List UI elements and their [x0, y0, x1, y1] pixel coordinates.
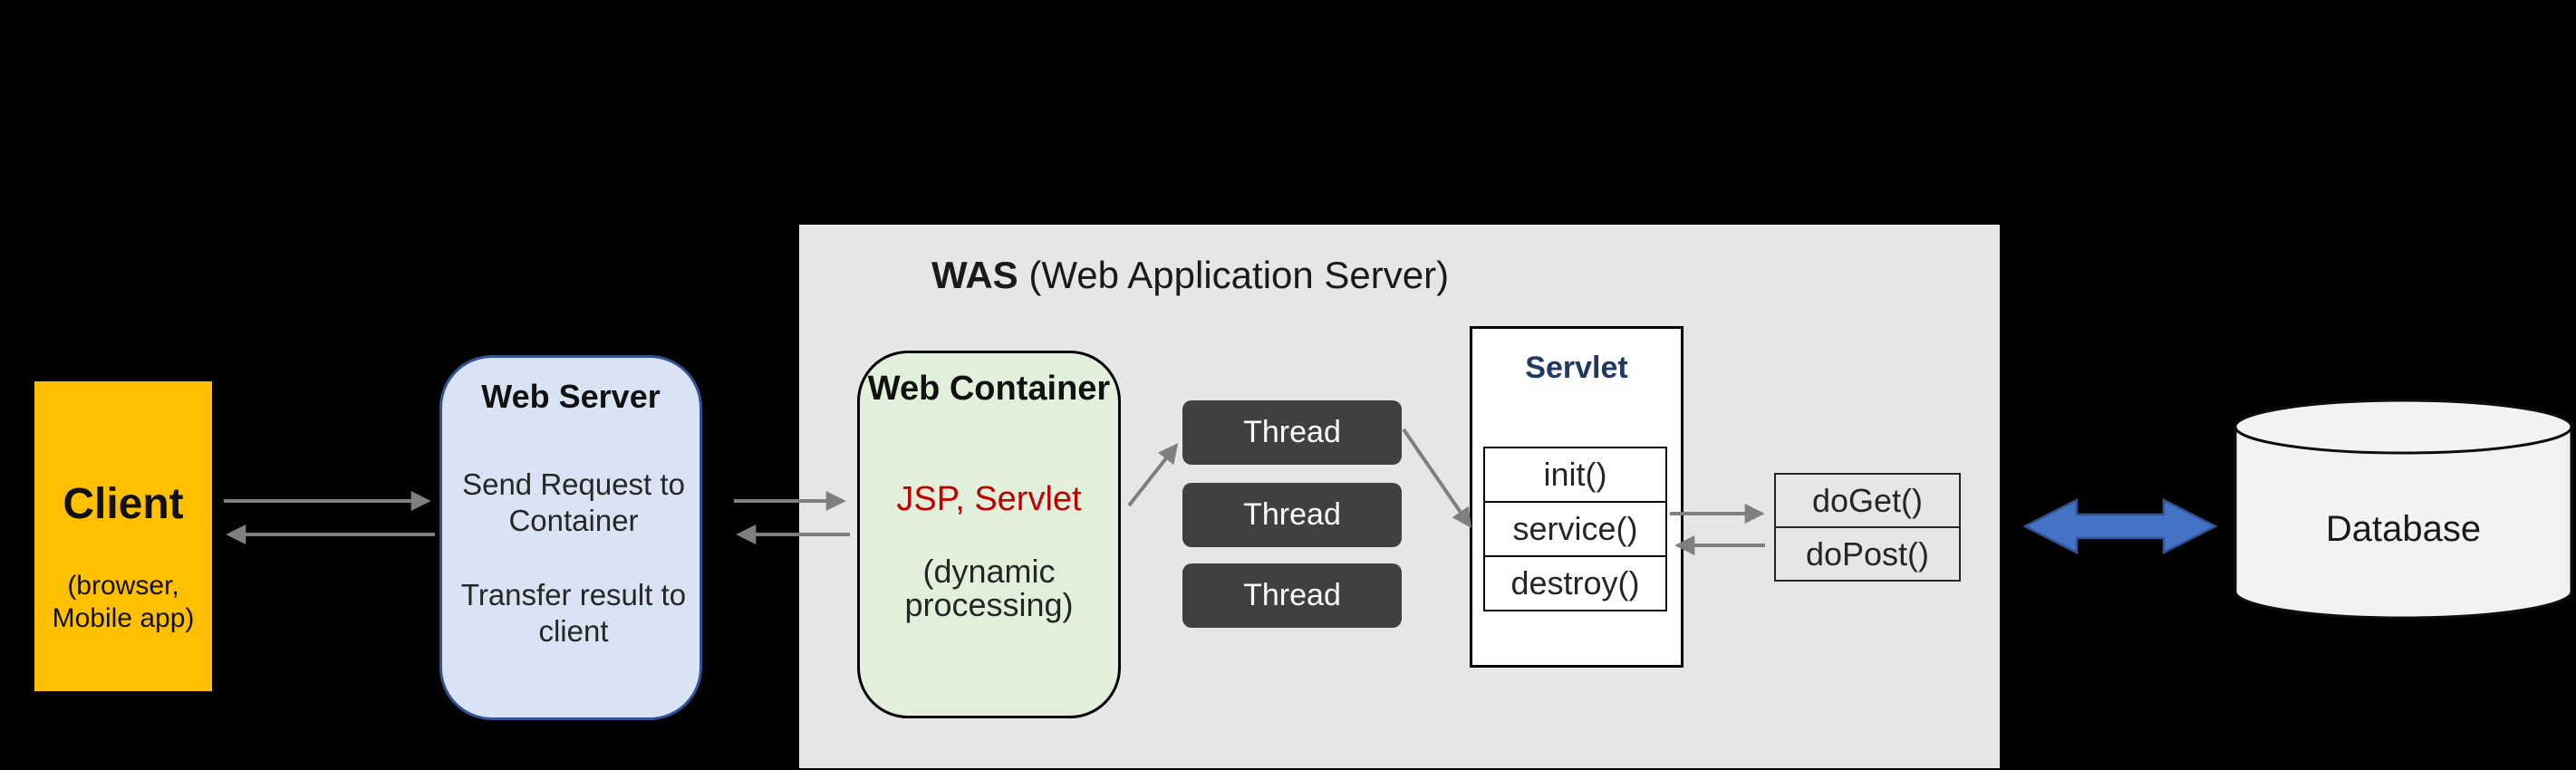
thread-box-2: Thread: [1182, 483, 1402, 547]
client-subtitle: (browser, Mobile app): [52, 571, 195, 633]
servlet-method-destroy: destroy(): [1510, 564, 1640, 602]
web-container-tech: JSP, Servlet: [896, 480, 1082, 518]
web-server-line2: Transfer result to client: [460, 578, 687, 648]
web-server-line1: Send Request to Container: [462, 467, 685, 537]
web-container-note: (dynamic processing): [904, 553, 1074, 623]
servlet-lifecycle-methods: init() service() destroy(): [1483, 447, 1667, 611]
web-server-box: Web Server Send Request to Container Tra…: [439, 355, 702, 720]
thread-label: Thread: [1243, 578, 1341, 612]
http-handler-methods: doGet() doPost(): [1774, 473, 1961, 582]
client-title: Client: [63, 480, 184, 528]
web-server-title: Web Server: [481, 378, 661, 415]
handler-dopost: doPost(): [1805, 534, 1930, 573]
handler-doget: doGet(): [1776, 475, 1959, 528]
servlet-method-init: init(): [1485, 448, 1665, 503]
thread-label: Thread: [1243, 497, 1341, 532]
was-title-full: (Web Application Server): [1018, 254, 1450, 296]
database-label: Database: [2325, 509, 2482, 549]
thread-label: Thread: [1243, 415, 1341, 449]
web-container-title: Web Container: [867, 370, 1111, 408]
servlet-method-service: service(): [1485, 503, 1665, 557]
was-title-abbr: WAS: [931, 254, 1018, 296]
was-panel: WAS (Web Application Server) Web Contain…: [799, 225, 2000, 768]
web-container-box: Web Container JSP, Servlet (dynamic proc…: [857, 351, 1121, 718]
thread-box-1: Thread: [1182, 400, 1402, 465]
was-title: WAS (Web Application Server): [931, 254, 1449, 297]
client-box: Client (browser, Mobile app): [34, 381, 212, 691]
double-arrow-was-database-icon: [2022, 497, 2218, 555]
thread-box-3: Thread: [1182, 563, 1402, 628]
servlet-title: Servlet: [1525, 351, 1628, 385]
servlet-box: Servlet init() service() destroy(): [1470, 326, 1684, 668]
